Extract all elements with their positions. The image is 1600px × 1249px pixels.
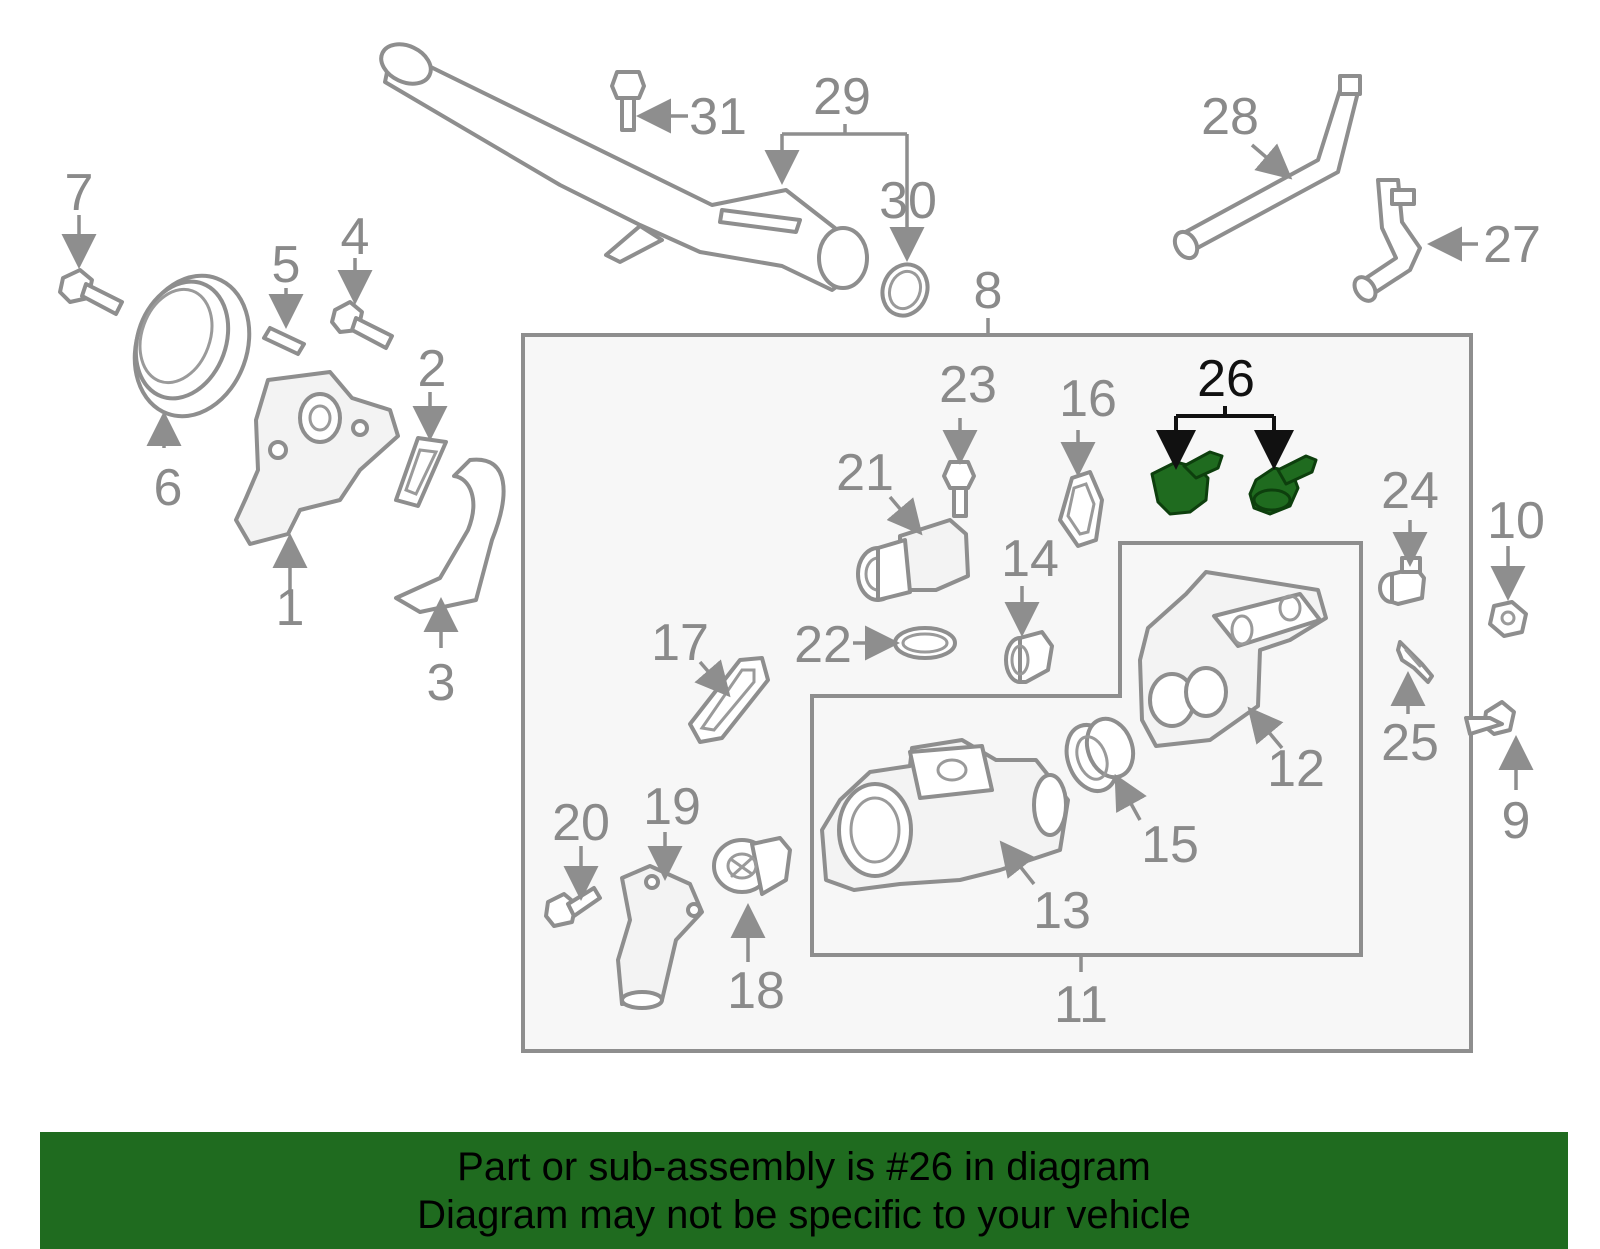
callout-2: 2 — [418, 340, 447, 398]
leader-26 — [1176, 406, 1274, 418]
banner-line-2: Diagram may not be specific to your vehi… — [417, 1192, 1191, 1237]
o-ring-part-22 — [893, 626, 957, 660]
bolt-part-7 — [58, 268, 124, 316]
bolt-part-4 — [330, 300, 394, 350]
water-outlet-part-19 — [616, 864, 704, 1010]
callout-28: 28 — [1201, 88, 1259, 146]
bolt-part-9 — [1464, 700, 1516, 736]
seal-part-15 — [1064, 716, 1136, 793]
callout-9: 9 — [1502, 792, 1531, 850]
callout-1: 1 — [276, 579, 305, 637]
hose-part-28 — [1172, 74, 1362, 261]
callout-27: 27 — [1483, 216, 1541, 274]
bolt-part-23 — [942, 460, 976, 518]
pulley-part-6 — [132, 273, 252, 419]
callout-4: 4 — [341, 208, 370, 266]
gasket-part-2 — [394, 436, 448, 508]
callout-3: 3 — [427, 654, 456, 712]
thermostat-housing-part-12 — [1138, 570, 1328, 748]
callout-8: 8 — [974, 262, 1003, 320]
info-banner: Part or sub-assembly is #26 in diagram D… — [40, 1132, 1568, 1249]
callout-26: 26 — [1197, 350, 1255, 408]
hose-connector-part-26 — [1150, 450, 1318, 516]
thermostat-part-18 — [712, 836, 792, 896]
leader-29 — [782, 124, 907, 178]
pin-part-5 — [262, 326, 306, 356]
callout-30: 30 — [879, 172, 937, 230]
banner-line-1: Part or sub-assembly is #26 in diagram — [457, 1144, 1151, 1189]
callout-25: 25 — [1381, 714, 1439, 772]
callout-7: 7 — [65, 164, 94, 222]
callout-11: 11 — [1054, 976, 1108, 1034]
callout-19: 19 — [643, 778, 701, 836]
callout-13: 13 — [1033, 882, 1091, 940]
gasket-part-17 — [688, 656, 770, 744]
connector-part-14 — [1004, 630, 1054, 684]
callout-14: 14 — [1001, 530, 1059, 588]
hose-part-27 — [1352, 178, 1422, 303]
coolant-pipe-part-29 — [379, 42, 869, 292]
outlet-housing-part-21 — [856, 518, 970, 602]
callout-24: 24 — [1381, 462, 1439, 520]
gasket-part-16 — [1058, 470, 1104, 548]
callout-10: 10 — [1487, 492, 1545, 550]
bolt-part-31 — [610, 70, 646, 132]
callout-29: 29 — [813, 68, 871, 126]
callout-15: 15 — [1141, 816, 1199, 874]
callout-6: 6 — [154, 459, 183, 517]
callout-12: 12 — [1267, 740, 1325, 798]
callout-22: 22 — [794, 616, 852, 674]
callout-20: 20 — [552, 794, 610, 852]
callout-21: 21 — [836, 444, 894, 502]
callout-17: 17 — [651, 614, 709, 672]
callout-16: 16 — [1059, 370, 1117, 428]
callout-23: 23 — [939, 356, 997, 414]
nut-part-10 — [1488, 600, 1528, 638]
o-ring-part-30 — [880, 262, 930, 318]
callout-5: 5 — [272, 236, 301, 294]
water-pump-part-1 — [234, 370, 400, 546]
callout-18: 18 — [727, 962, 785, 1020]
callout-31: 31 — [689, 88, 747, 146]
